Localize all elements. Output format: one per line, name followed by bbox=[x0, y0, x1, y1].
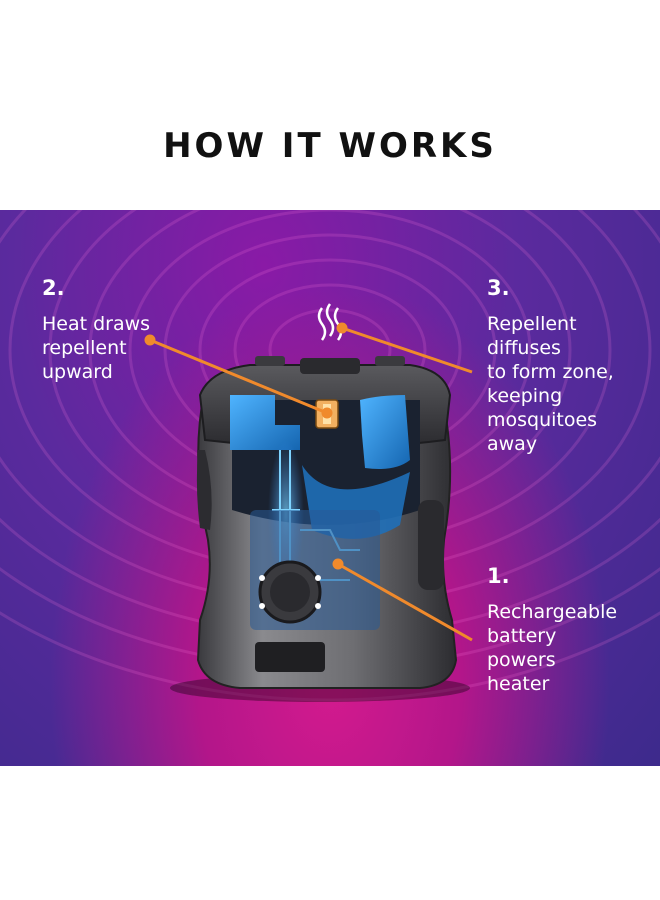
callout-line-step-3 bbox=[336, 322, 473, 374]
callout-line-step-2 bbox=[144, 334, 333, 419]
step-1-number: 1. bbox=[487, 564, 510, 588]
step-3-text: Repellent diffuses to form zone, keeping… bbox=[487, 313, 614, 455]
step-2-number: 2. bbox=[42, 276, 65, 300]
device-top-vent bbox=[300, 358, 360, 374]
step-2-text: Heat draws repellent upward bbox=[42, 313, 151, 383]
page-title: HOW IT WORKS bbox=[163, 126, 497, 166]
heat-waves-icon bbox=[317, 303, 343, 341]
step-1-text: Rechargeable battery powers heater bbox=[487, 601, 618, 695]
how-it-works-panel: 2. Heat draws repellent upward 3. Repell… bbox=[0, 210, 660, 766]
step-3: 3. Repellent diffuses to form zone, keep… bbox=[487, 276, 657, 456]
power-button-icon bbox=[258, 560, 322, 624]
device-clip-left bbox=[255, 356, 285, 366]
reservoir-left bbox=[230, 395, 300, 450]
step-3-number: 3. bbox=[487, 276, 510, 300]
device-base-foot bbox=[255, 642, 325, 672]
device-clip-right bbox=[375, 356, 405, 366]
reservoir-right bbox=[360, 395, 410, 469]
callout-line-step-1 bbox=[332, 558, 473, 642]
grip-left bbox=[196, 450, 212, 530]
step-1: 1. Rechargeable battery powers heater bbox=[487, 564, 657, 696]
step-2: 2. Heat draws repellent upward bbox=[42, 276, 202, 384]
repeller-device-illustration bbox=[144, 303, 473, 702]
grip-right bbox=[418, 500, 444, 590]
